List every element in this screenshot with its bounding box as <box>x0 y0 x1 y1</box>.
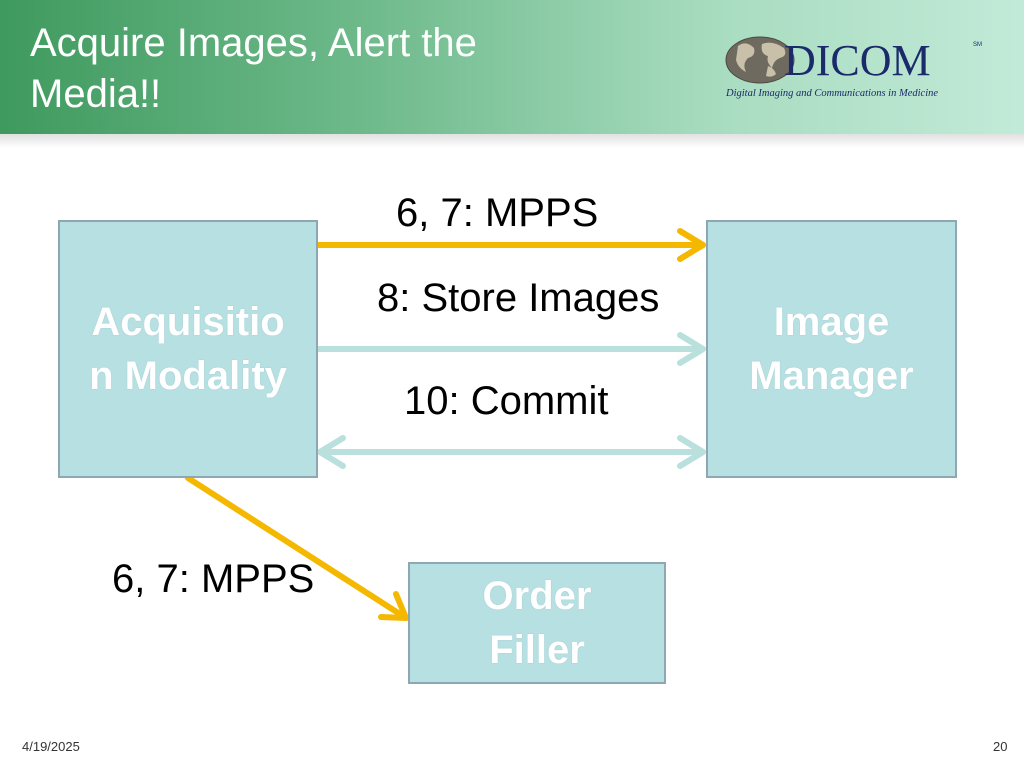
order-filler-label: Order Filler <box>482 574 592 672</box>
store-images-arrow <box>315 332 706 366</box>
commit-label: 10: Commit <box>404 379 609 423</box>
image-manager-label: Image Manager <box>749 300 914 398</box>
footer-date: 4/19/2025 <box>22 739 80 754</box>
order-filler-node: Order Filler <box>408 562 666 684</box>
globe-icon <box>725 36 795 84</box>
store-images-label: 8: Store Images <box>377 276 660 320</box>
logo-wordmark: DICOM <box>784 36 931 85</box>
header-shadow <box>0 134 1024 148</box>
dicom-logo: DICOM SM Digital Imaging and Communicati… <box>725 36 982 99</box>
page-number: 20 <box>993 739 1008 754</box>
acquisition-modality-node: Acquisitio n Modality <box>58 220 318 478</box>
acquisition-modality-label: Acquisitio n Modality <box>89 300 287 398</box>
logo-trademark: SM <box>973 42 982 48</box>
slide-title: Acquire Images, Alert the Media!! <box>30 21 477 116</box>
commit-arrow <box>317 435 706 469</box>
image-manager-node: Image Manager <box>706 220 957 478</box>
mpps-label-image-manager: 6, 7: MPPS <box>396 191 599 235</box>
logo-tagline: Digital Imaging and Communications in Me… <box>725 88 938 99</box>
mpps-label-order-filler: 6, 7: MPPS <box>112 557 315 601</box>
slide-header <box>0 0 1024 134</box>
